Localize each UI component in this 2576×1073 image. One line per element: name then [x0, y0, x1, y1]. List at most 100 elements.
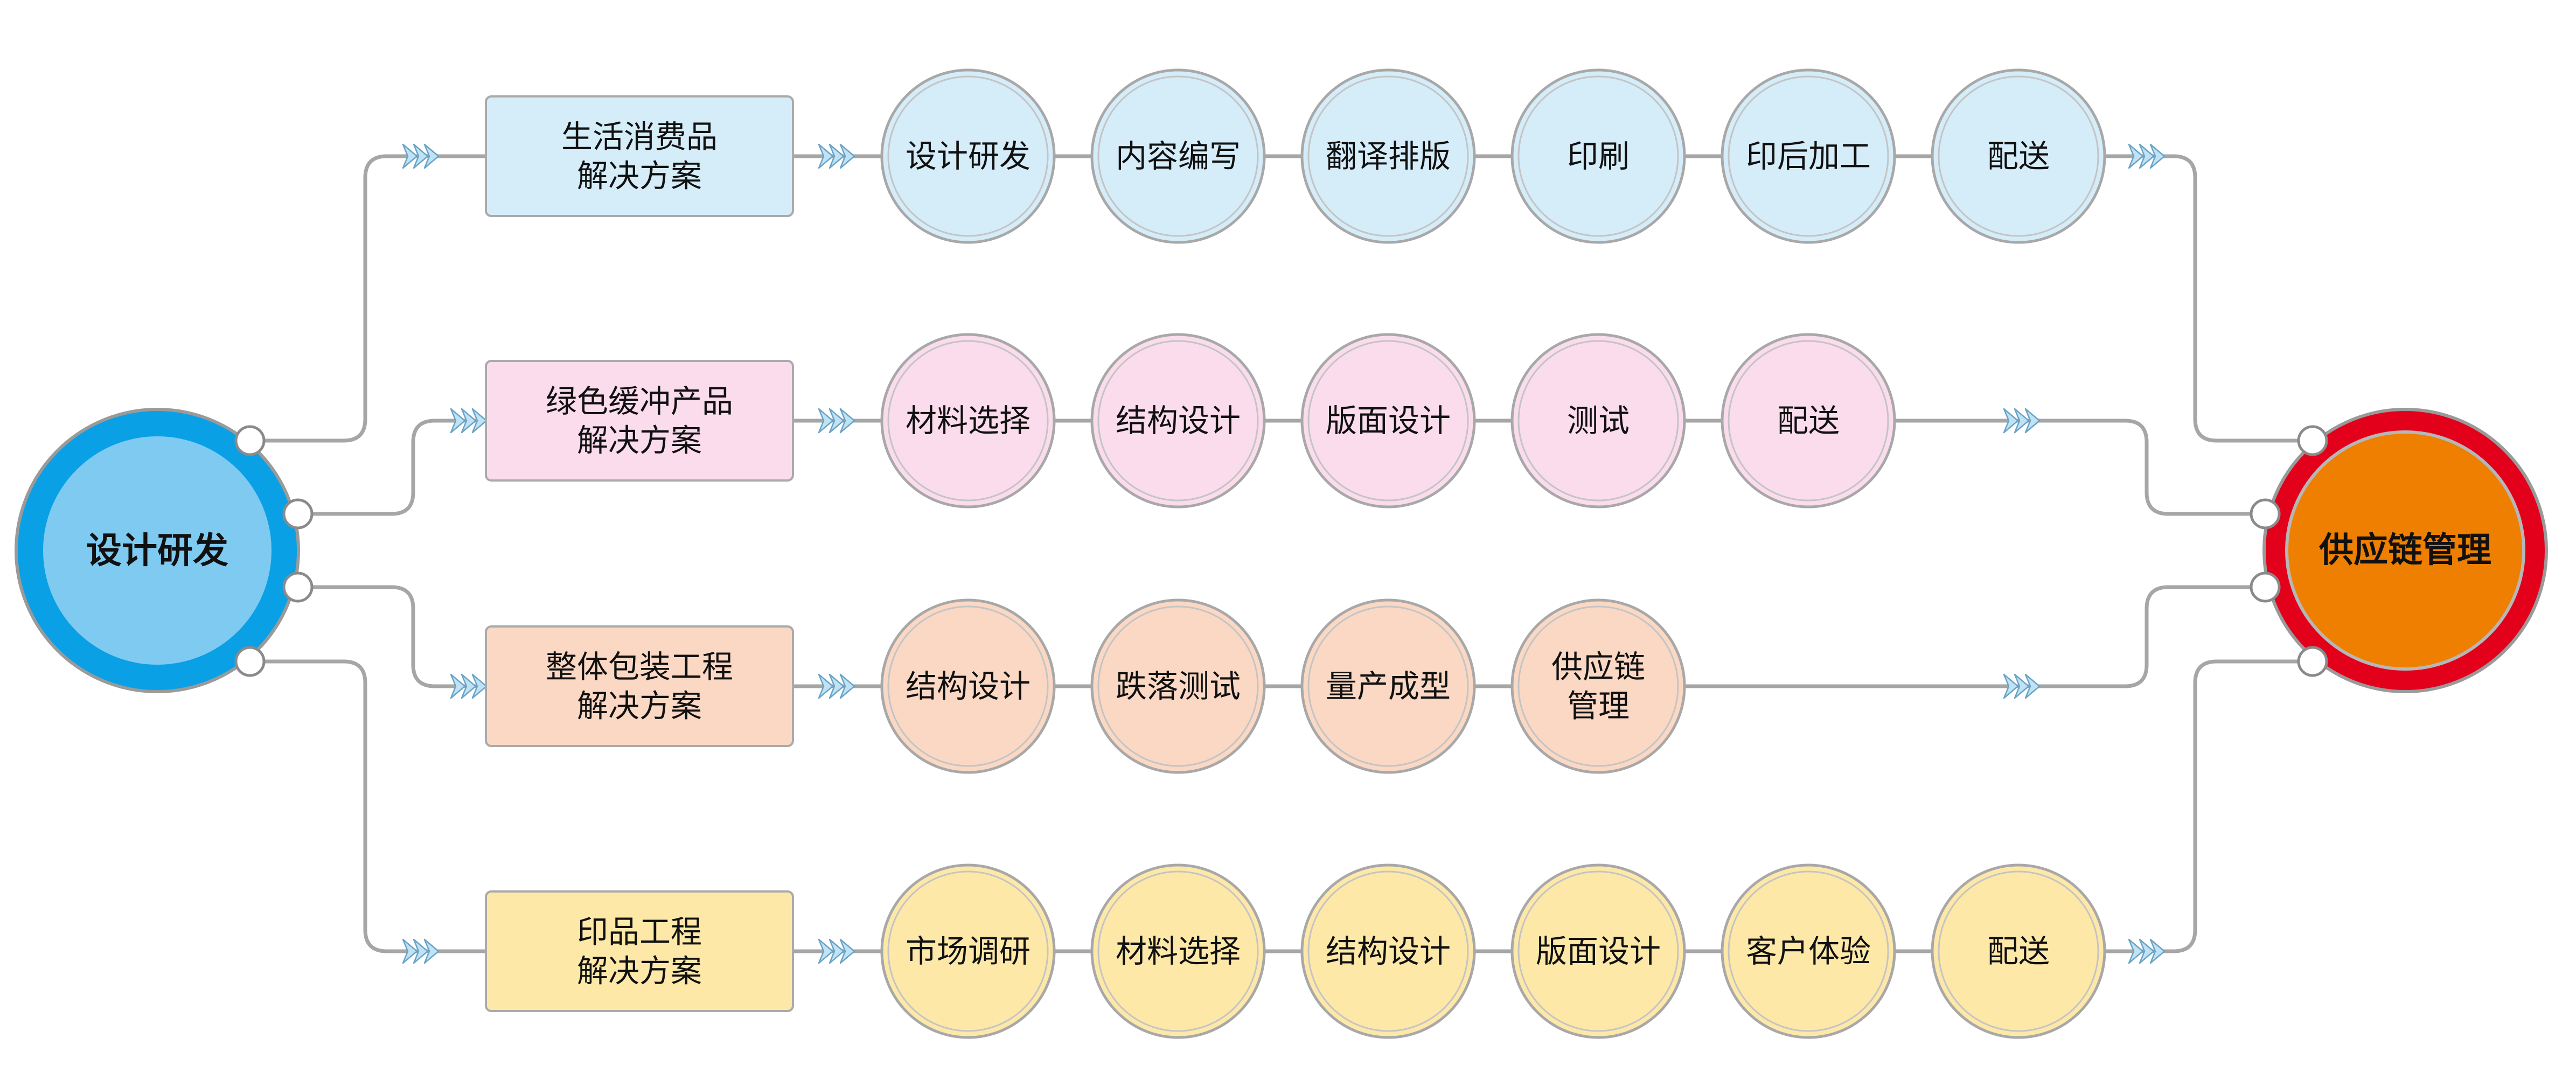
step-label: 配送 [1987, 138, 2050, 175]
chevron-segment-icon [839, 408, 855, 434]
step-circle [1307, 75, 1469, 237]
connector-layer [248, 154, 2315, 953]
step-label: 材料选择 [1116, 933, 1241, 970]
step-label: 设计研发 [906, 138, 1031, 175]
target-node-label: 供应链管理 [2319, 531, 2491, 570]
step-circle [1938, 870, 2099, 1032]
target-connector [2123, 585, 2267, 688]
chevron-arrow-icon [2128, 938, 2166, 964]
chevron-segment-icon [829, 673, 845, 699]
solution-box [485, 95, 794, 217]
solution-box-label: 解决方案 [577, 157, 702, 194]
step-circle [1307, 870, 1469, 1032]
source-port-icon [234, 425, 266, 456]
target-connector [2171, 154, 2315, 443]
step-circle [1517, 870, 1679, 1032]
step-circle [1728, 75, 1889, 237]
chevron-arrow-icon [450, 408, 488, 434]
source-node-label: 设计研发 [86, 530, 228, 572]
chevron-segment-icon [818, 408, 834, 434]
solution-box [485, 360, 794, 482]
step-circle [1938, 75, 2099, 237]
step-label: 跌落测试 [1116, 668, 1241, 705]
node-layer: 设计研发供应链管理生活消费品解决方案设计研发内容编写翻译排版印刷印后加工配送绿色… [15, 68, 2548, 1039]
source-port-icon [234, 646, 266, 677]
chevron-arrow-icon [2128, 143, 2166, 169]
step-circle [1517, 605, 1679, 767]
chevron-arrow-icon [2003, 408, 2041, 434]
chevron-segment-icon [2149, 143, 2166, 169]
solution-box-label: 生活消费品 [561, 119, 718, 155]
chevron-segment-icon [2128, 143, 2144, 169]
step-label: 管理 [1567, 687, 1630, 724]
chevron-segment-icon [829, 143, 845, 169]
chevron-segment-icon [839, 673, 855, 699]
target-port-icon [2250, 498, 2281, 529]
chevron-segment-icon [2024, 673, 2041, 699]
target-connector [2123, 419, 2267, 516]
step-label: 结构设计 [1326, 933, 1451, 970]
chevron-arrow-icon [450, 673, 488, 699]
chevron-arrow-icon [402, 938, 440, 964]
chevron-segment-icon [2003, 408, 2019, 434]
source-port-icon [282, 572, 314, 603]
step-label: 结构设计 [906, 668, 1031, 705]
chevron-segment-icon [2014, 673, 2030, 699]
source-port-icon [282, 498, 314, 529]
source-connector [296, 585, 488, 688]
step-label: 印后加工 [1746, 138, 1871, 175]
step-circle [1097, 75, 1259, 237]
step-label: 版面设计 [1326, 402, 1451, 439]
chevron-segment-icon [2024, 408, 2041, 434]
chevron-segment-icon [413, 938, 429, 964]
step-circle [887, 75, 1049, 237]
chevron-segment-icon [413, 143, 429, 169]
target-port-icon [2250, 572, 2281, 603]
arrow-layer [402, 143, 2166, 964]
chevron-arrow-icon [818, 938, 855, 964]
chevron-segment-icon [423, 938, 440, 964]
step-label: 翻译排版 [1326, 138, 1451, 175]
chevron-segment-icon [461, 673, 477, 699]
chevron-segment-icon [818, 938, 834, 964]
step-label: 配送 [1777, 402, 1840, 439]
chevron-arrow-icon [818, 143, 855, 169]
chevron-segment-icon [461, 408, 477, 434]
step-label: 供应链 [1551, 649, 1645, 685]
step-circle [1517, 340, 1679, 501]
chevron-arrow-icon [402, 143, 440, 169]
chevron-segment-icon [2149, 938, 2166, 964]
chevron-arrow-icon [2003, 673, 2041, 699]
step-circle [1728, 870, 1889, 1032]
chevron-segment-icon [2139, 143, 2155, 169]
step-label: 客户体验 [1746, 933, 1871, 970]
chevron-segment-icon [2003, 673, 2019, 699]
target-node: 供应链管理 [2250, 408, 2548, 693]
chevron-arrow-icon [818, 408, 855, 434]
chevron-segment-icon [2128, 938, 2144, 964]
step-circle [887, 605, 1049, 767]
solution-box-label: 解决方案 [577, 687, 702, 724]
target-port-icon [2297, 646, 2328, 677]
chevron-segment-icon [450, 673, 466, 699]
solution-row: 生活消费品解决方案设计研发内容编写翻译排版印刷印后加工配送 [485, 68, 2106, 244]
source-connector [248, 154, 488, 443]
step-circle [887, 340, 1049, 501]
solution-row: 整体包装工程解决方案结构设计跌落测试量产成型供应链管理 [485, 598, 1686, 774]
target-node-core [2285, 430, 2525, 671]
chevron-segment-icon [402, 143, 418, 169]
step-label: 版面设计 [1536, 933, 1661, 970]
step-label: 市场调研 [906, 933, 1031, 970]
source-node: 设计研发 [15, 408, 314, 693]
step-circle [1728, 340, 1889, 501]
chevron-segment-icon [471, 408, 488, 434]
solution-box-label: 解决方案 [577, 422, 702, 458]
solution-row: 印品工程解决方案市场调研材料选择结构设计版面设计客户体验配送 [485, 863, 2106, 1039]
chevron-segment-icon [423, 143, 440, 169]
step-label: 量产成型 [1326, 668, 1451, 705]
solution-box-label: 绿色缓冲产品 [546, 383, 733, 420]
source-connector [248, 659, 488, 953]
chevron-segment-icon [829, 938, 845, 964]
